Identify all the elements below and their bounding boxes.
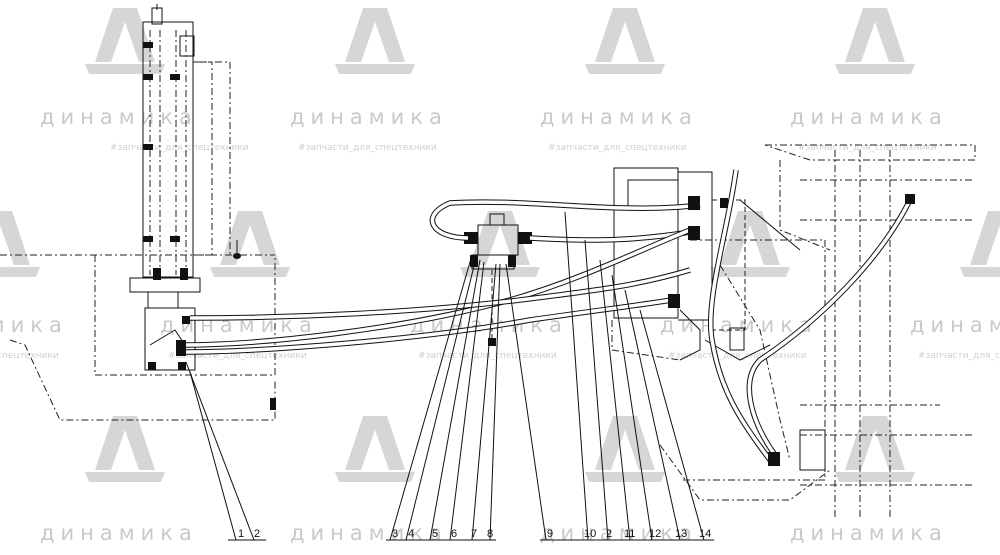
watermark-brand-text: динамика bbox=[40, 105, 198, 129]
watermark-tagline-text: #запчасти_для_спецтехники bbox=[418, 351, 557, 361]
watermark-logo-icon bbox=[710, 211, 790, 277]
watermark-tagline-text: #запчасти_для_спецтехники bbox=[298, 143, 437, 153]
watermark-brand-text: динамика bbox=[290, 521, 448, 545]
watermark-brand-text: динамика bbox=[290, 105, 448, 129]
hose-lines bbox=[176, 169, 915, 466]
watermark-brand-text: динамика bbox=[790, 521, 948, 545]
callout-label: 10 bbox=[584, 528, 596, 540]
callout-label: 2 bbox=[606, 528, 612, 540]
watermark-tagline-text: #запчасти_для_спецтехники bbox=[548, 143, 687, 153]
callout-leaders bbox=[185, 211, 714, 541]
watermark-logo-icon bbox=[835, 416, 915, 482]
callout-label: 14 bbox=[699, 528, 711, 540]
watermark-brand-text: динамика bbox=[660, 313, 818, 337]
watermark-tagline-text: #запчасти_для_спецтехники bbox=[168, 351, 307, 361]
watermark-tagline-text: #запчасти_для_спецтехники bbox=[0, 351, 59, 361]
watermark-brand-text: динамика bbox=[540, 105, 698, 129]
watermark-logo-icon bbox=[335, 416, 415, 482]
watermark-logo-icon bbox=[585, 416, 665, 482]
watermark-logo-icon bbox=[960, 211, 1000, 277]
watermark-brand-text: динамика bbox=[40, 521, 198, 545]
callout-label: 9 bbox=[547, 528, 553, 540]
callout-label: 4 bbox=[408, 528, 414, 540]
right-assembly bbox=[611, 144, 976, 520]
callout-label: 6 bbox=[451, 528, 457, 540]
callout-label: 3 bbox=[392, 528, 398, 540]
watermark-brand-text: динамика bbox=[790, 105, 948, 129]
watermark-brand-text: динамика bbox=[0, 313, 68, 337]
watermark-logo-icon bbox=[0, 211, 40, 277]
watermark-logo-icon bbox=[85, 8, 165, 74]
watermark-logo-icon bbox=[835, 8, 915, 74]
watermark-tagline-text: #запчасти_для_спецтехники bbox=[798, 143, 937, 153]
watermark-tagline-text: #запчасти_для_спецтехники bbox=[918, 351, 1000, 361]
callout-label: 11 bbox=[624, 528, 635, 540]
watermark-tagline-text: #запчасти_для_спецтехники bbox=[668, 351, 807, 361]
callout-label: 13 bbox=[675, 528, 687, 540]
watermark-brand-text: динамика bbox=[540, 521, 698, 545]
left-frame-outline bbox=[0, 254, 276, 421]
callout-label: 2 bbox=[254, 528, 260, 540]
watermark-layer: динамика #запчасти_для_спецтехники динамик… bbox=[0, 8, 1000, 545]
watermark-logo-icon bbox=[335, 8, 415, 74]
callout-label: 8 bbox=[487, 528, 493, 540]
watermark-logo-icon bbox=[210, 211, 290, 277]
callout-label: 1 bbox=[238, 528, 244, 540]
callout-label: 12 bbox=[649, 528, 661, 540]
watermark-brand-text: динамика bbox=[910, 313, 1000, 337]
callout-label: 5 bbox=[432, 528, 438, 540]
callout-label: 7 bbox=[471, 528, 477, 540]
callout-labels: 1 2 3 4 5 6 7 8 9 10 2 11 12 13 14 bbox=[238, 528, 711, 540]
centre-valve-block bbox=[464, 213, 532, 346]
watermark-logo-icon bbox=[85, 416, 165, 482]
watermark-logo-icon bbox=[585, 8, 665, 74]
left-column-assembly bbox=[129, 4, 241, 309]
watermark-tagline-text: #запчасти_для_спецтехники bbox=[110, 143, 249, 153]
